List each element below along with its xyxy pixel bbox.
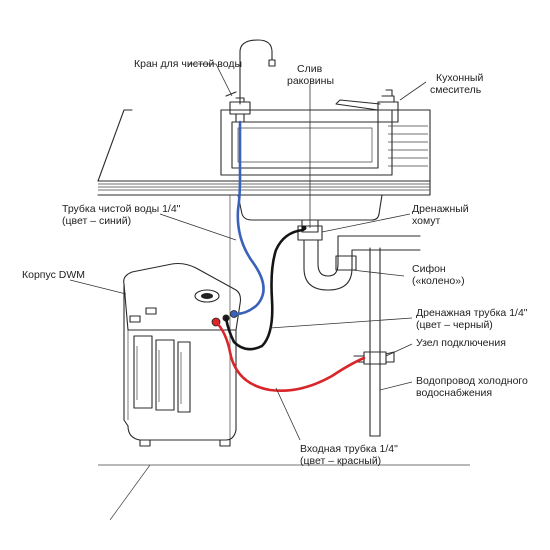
label-clean-tube-line2: (цвет – синий) bbox=[62, 215, 131, 227]
drain-tube bbox=[224, 228, 305, 351]
sink-icon bbox=[220, 109, 428, 233]
label-mixer-line2: смеситель bbox=[430, 84, 482, 96]
label-clamp-line1: Дренажный bbox=[412, 203, 469, 215]
label-inlet-tube-line2: (цвет – красный) bbox=[300, 455, 381, 467]
dwm-unit-icon bbox=[123, 262, 242, 447]
label-drain-tube-line2: (цвет – черный) bbox=[416, 319, 493, 331]
inlet-tube bbox=[214, 320, 366, 392]
cabinet-lines bbox=[98, 195, 470, 521]
label-clamp-line2: хомут bbox=[412, 215, 441, 227]
label-supply-line2: водоснабжения bbox=[416, 387, 492, 399]
labels: Кран для чистой воды Слив раковины Кухон… bbox=[22, 58, 528, 467]
countertop bbox=[97, 109, 431, 196]
label-siphon-line2: («колено») bbox=[412, 275, 465, 287]
leader-lines bbox=[69, 63, 427, 441]
label-housing: Корпус DWM bbox=[22, 269, 85, 281]
shutoff-valve-icon bbox=[353, 351, 395, 365]
siphon-icon bbox=[303, 235, 421, 291]
label-drain-tube-line1: Дренажная трубка 1/4" bbox=[416, 307, 528, 319]
mixer-icon bbox=[335, 89, 399, 123]
label-mixer-line1: Кухонный bbox=[436, 72, 483, 84]
label-inlet-tube-line1: Входная трубка 1/4" bbox=[300, 443, 398, 455]
label-siphon-line1: Сифон bbox=[412, 263, 446, 275]
water-pipe-icon bbox=[369, 247, 381, 437]
label-faucet: Кран для чистой воды bbox=[134, 58, 242, 70]
label-drain-line2: раковины bbox=[287, 75, 334, 87]
label-connector: Узел подключения bbox=[416, 337, 506, 349]
clean-water-tube bbox=[234, 120, 265, 316]
label-supply-line1: Водопровод холодного bbox=[416, 375, 528, 387]
label-clean-tube-line1: Трубка чистой воды 1/4" bbox=[62, 203, 181, 215]
label-drain-line1: Слив bbox=[297, 63, 323, 75]
